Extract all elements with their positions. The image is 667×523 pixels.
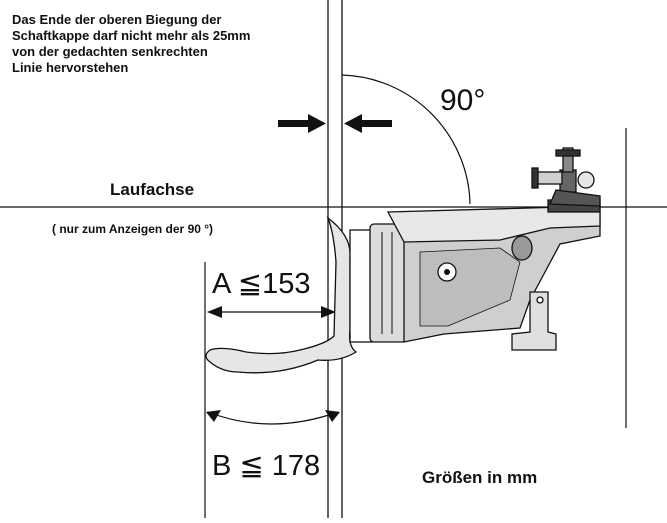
dimension-b-label: B ≦ 178 xyxy=(212,450,321,482)
units-label: Größen in mm xyxy=(422,468,538,487)
rule-note: Das Ende der oberen Biegung der Schaftka… xyxy=(12,12,250,76)
pistol-drawing xyxy=(205,147,601,374)
left-indicator-arrow xyxy=(278,114,326,133)
bore-axis-label: Laufachse xyxy=(110,180,195,199)
dimension-a-label: A ≦153 xyxy=(212,268,311,300)
rule-note-line: von der gedachten senkrechten xyxy=(12,44,208,59)
front-sight-assembly xyxy=(531,147,601,207)
dimension-a-arrow xyxy=(207,306,336,318)
right-angle-arc xyxy=(341,74,471,205)
trigger-assembly xyxy=(511,291,557,351)
grip-front-block xyxy=(369,223,407,343)
rule-note-line: Schaftkappe darf nicht mehr als 25mm xyxy=(12,28,251,43)
angle-label: 90° xyxy=(440,84,486,117)
dimension-b-arrow xyxy=(206,410,340,425)
bore-axis-sublabel: ( nur zum Anzeigen der 90 °) xyxy=(52,222,214,236)
trigger-knob xyxy=(511,235,533,261)
rule-note-line: Das Ende der oberen Biegung der xyxy=(12,12,222,27)
butt-plate xyxy=(205,216,358,374)
rule-note-line: Linie hervorstehen xyxy=(12,60,129,75)
right-indicator-arrow xyxy=(344,114,392,133)
grip-rear-block xyxy=(349,229,373,343)
